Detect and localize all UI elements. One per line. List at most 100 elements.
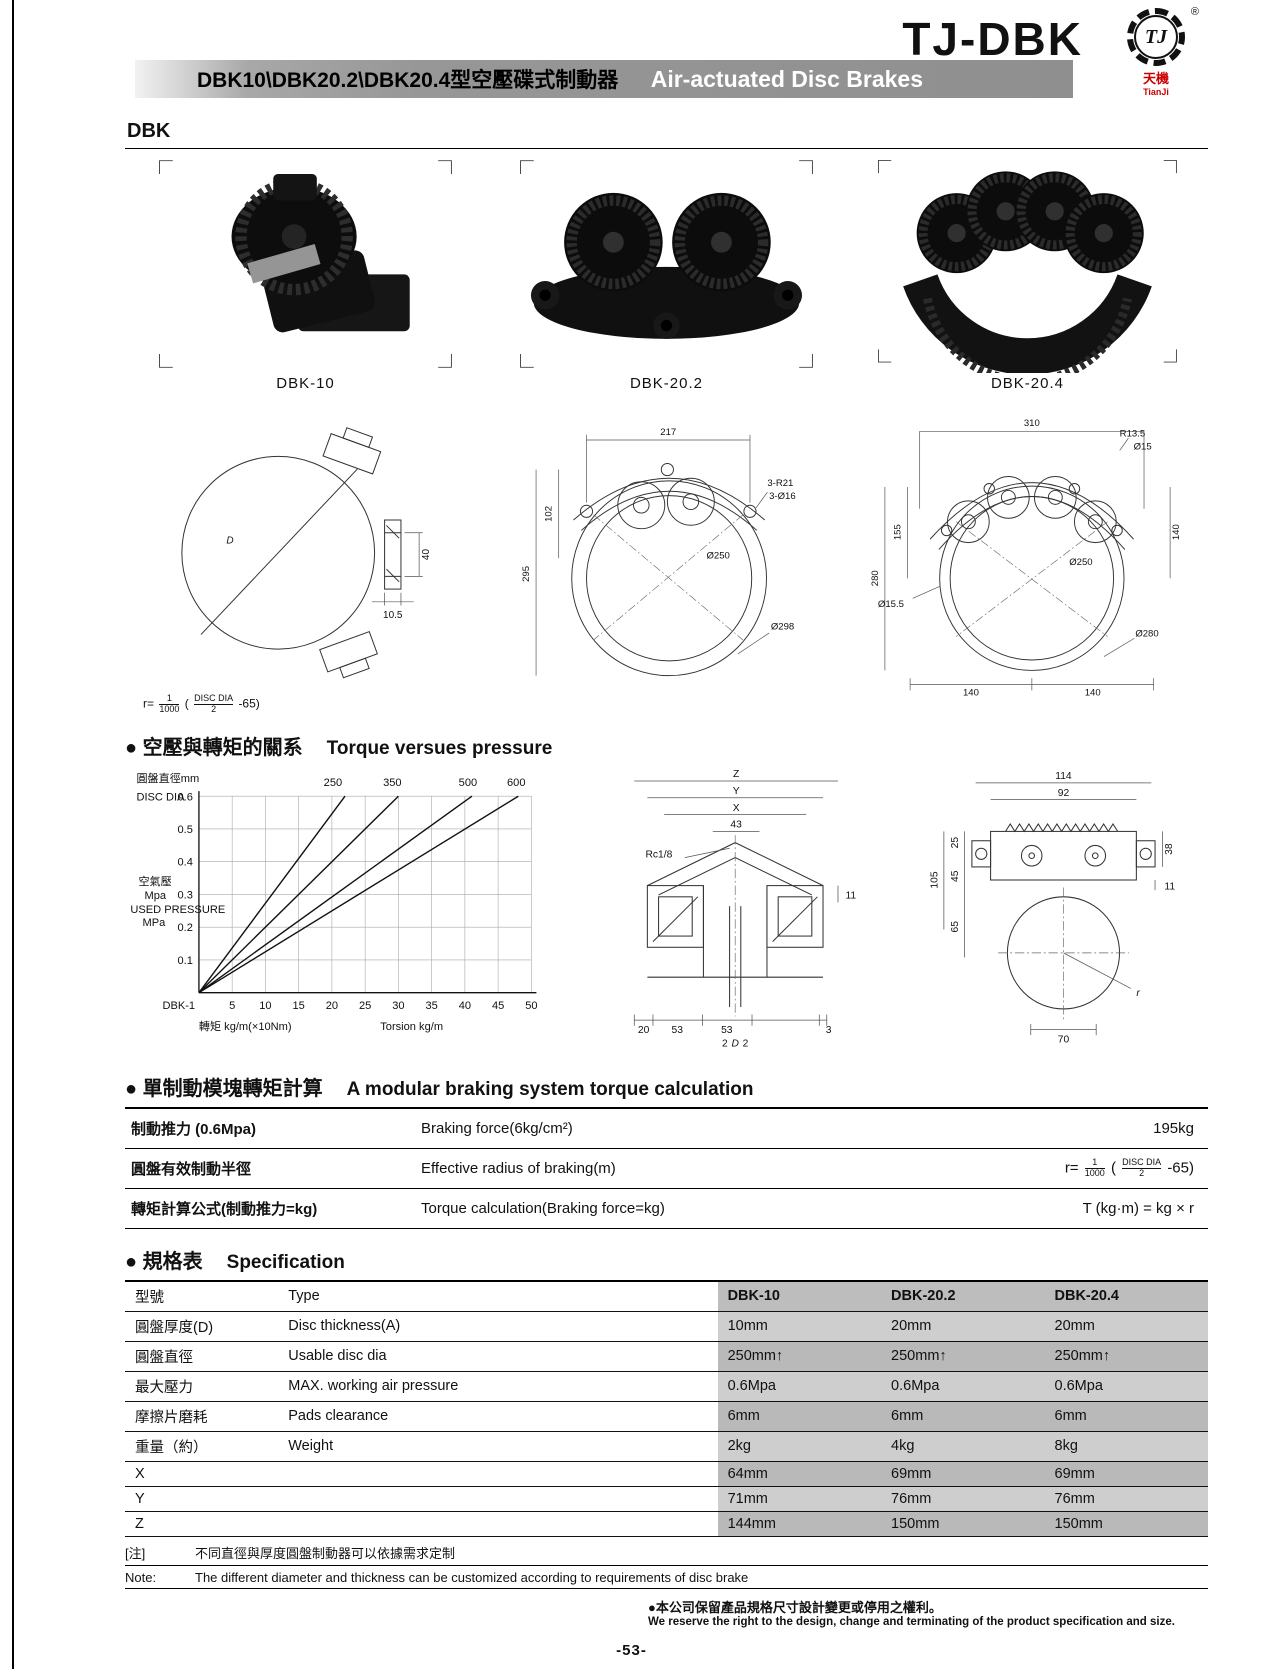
- logo-en-name: TianJi: [1143, 87, 1169, 97]
- svg-text:0.1: 0.1: [177, 955, 192, 967]
- svg-text:11: 11: [845, 890, 856, 901]
- svg-text:102: 102: [544, 506, 555, 522]
- row-label-en: Effective radius of braking(m): [415, 1148, 975, 1189]
- svg-text:105: 105: [929, 871, 940, 888]
- svg-text:310: 310: [1024, 418, 1040, 429]
- photo-dbk204: DBK-20.4: [847, 155, 1208, 392]
- col-header: Type: [278, 1280, 718, 1312]
- dbk204-drawing: 310 280 155 140 Ø15.5 R13.5 Ø15 Ø250 Ø28…: [870, 418, 1182, 699]
- row-label-en: Braking force(6kg/cm²): [415, 1107, 975, 1149]
- table-row: 轉矩計算公式(制動推力=kg) Torque calculation(Braki…: [125, 1188, 1208, 1229]
- table-header-row: 型號 Type DBK-10 DBK-20.2 DBK-20.4: [125, 1280, 1208, 1312]
- svg-text:Ø15: Ø15: [1134, 442, 1152, 453]
- dbk204-photo-image: [878, 159, 1177, 373]
- dbk10-drawing: D 40 10.5: [181, 427, 432, 679]
- svg-text:0.2: 0.2: [177, 922, 192, 934]
- chart-series-lines: [198, 795, 519, 994]
- heading-chinese: ● 空壓與轉矩的關系: [125, 736, 303, 759]
- dbk10-photo-image: [159, 160, 452, 368]
- svg-text:53: 53: [721, 1025, 733, 1036]
- svg-text:65: 65: [950, 921, 961, 933]
- page-content: DBK DBK-10: [0, 112, 1263, 1589]
- svg-text:25: 25: [359, 1000, 371, 1012]
- title-chinese: DBK10\DBK20.2\DBK20.4型空壓碟式制動器: [197, 69, 619, 92]
- logo-cn-name: 天機: [1142, 71, 1169, 86]
- svg-text:70: 70: [1058, 1034, 1070, 1045]
- svg-text:40: 40: [421, 549, 432, 561]
- svg-text:USED PRESSURE: USED PRESSURE: [130, 904, 225, 916]
- svg-text:Rc1/8: Rc1/8: [645, 849, 672, 860]
- svg-text:45: 45: [950, 870, 961, 882]
- page-footer: ●本公司保留產品規格尺寸設計變更或停用之權利。 We reserve the r…: [0, 1597, 1263, 1659]
- svg-text:R13.5: R13.5: [1120, 429, 1145, 440]
- heading-chinese: ● 單制動模塊轉矩計算: [125, 1077, 323, 1100]
- note-label: Note:: [125, 1569, 157, 1585]
- caliper-section-drawing-box: Z Y X 43 Rc1/8 11 20 53 53 3 2 D 2: [573, 766, 903, 1056]
- calc-section-heading: ● 單制動模塊轉矩計算 A modular braking system tor…: [125, 1072, 1208, 1101]
- note-row-en: Note: The different diameter and thickne…: [125, 1566, 1208, 1589]
- torque-section-heading: ● 空壓與轉矩的關系 Torque versues pressure: [125, 731, 1208, 760]
- product-photos-row: DBK-10 DBK-20.2: [125, 155, 1208, 392]
- svg-text:53: 53: [672, 1025, 684, 1036]
- page-header: TJ-DBK TJ ® 天機 TianJi DBK10\DBK20.2\DBK2…: [0, 0, 1263, 112]
- svg-text:140: 140: [963, 688, 979, 699]
- series-label: DBK: [127, 120, 171, 142]
- svg-text:0.5: 0.5: [177, 824, 192, 836]
- table-row: 制動推力 (0.6Mpa) Braking force(6kg/cm²) 195…: [125, 1107, 1208, 1149]
- svg-text:11: 11: [1164, 881, 1175, 892]
- chart-xlabel-cn: 轉矩 kg/m(×10Nm): [199, 1020, 292, 1033]
- svg-text:114: 114: [1055, 771, 1072, 782]
- svg-text:0.4: 0.4: [177, 857, 192, 869]
- svg-text:Y: Y: [733, 786, 740, 797]
- note-row-cn: [注] 不同直徑與厚度圓盤制動器可以依據需求定制: [125, 1539, 1208, 1566]
- svg-text:40: 40: [459, 1000, 471, 1012]
- torque-content-row: 圓盤直徑mm DISC DIA 250 350 500 600 0.6 0.5 …: [125, 766, 1208, 1056]
- svg-text:140: 140: [1085, 688, 1101, 699]
- company-logo: TJ ® 天機 TianJi: [1111, 6, 1201, 97]
- photo-caption: DBK-20.4: [990, 375, 1065, 392]
- svg-text:10.5: 10.5: [383, 610, 403, 621]
- svg-text:2: 2: [722, 1038, 728, 1049]
- svg-text:50: 50: [525, 1000, 537, 1012]
- svg-text:Ø280: Ø280: [1135, 629, 1158, 640]
- specification-table: 型號 Type DBK-10 DBK-20.2 DBK-20.4 圓盤厚度(D)…: [125, 1279, 1208, 1537]
- svg-text:X: X: [733, 803, 740, 814]
- svg-text:D: D: [731, 1038, 739, 1049]
- svg-text:0.3: 0.3: [177, 889, 192, 901]
- series-label: 350: [383, 777, 401, 789]
- registered-mark: ®: [1190, 6, 1199, 18]
- heading-chinese: ● 規格表: [125, 1250, 203, 1273]
- photo-caption: DBK-10: [276, 375, 335, 392]
- row-value: T (kg·m) = kg × r: [975, 1188, 1208, 1229]
- svg-text:25: 25: [950, 836, 961, 848]
- svg-text:空氣壓: 空氣壓: [138, 874, 171, 888]
- rights-statement: ●本公司保留產品規格尺寸設計變更或停用之權利。 We reserve the r…: [648, 1597, 1208, 1628]
- title-bar: DBK10\DBK20.2\DBK20.4型空壓碟式制動器 Air-actuat…: [135, 60, 1073, 98]
- spec-section-heading: ● 規格表 Specification: [125, 1245, 1208, 1274]
- svg-text:20: 20: [638, 1025, 650, 1036]
- svg-text:2: 2: [743, 1038, 749, 1049]
- heading-english: A modular braking system torque calculat…: [346, 1078, 754, 1100]
- svg-text:Ø15.5: Ø15.5: [878, 599, 904, 610]
- col-header-model: DBK-10: [717, 1280, 882, 1312]
- brand-title: TJ-DBK: [902, 13, 1083, 65]
- svg-text:155: 155: [893, 524, 904, 540]
- caliper-front-drawing: 114 92 25 45 105 65 38 11 70 r: [929, 771, 1175, 1046]
- table-row: 圓盤有效制動半徑 Effective radius of braking(m) …: [125, 1148, 1208, 1189]
- svg-text:3-Ø16: 3-Ø16: [769, 491, 796, 502]
- torque-pressure-chart: 圓盤直徑mm DISC DIA 250 350 500 600 0.6 0.5 …: [130, 771, 537, 1033]
- chart-origin-label: DBK-1: [162, 1000, 195, 1012]
- series-label: 500: [459, 777, 477, 789]
- svg-text:45: 45: [492, 1000, 504, 1012]
- svg-text:43: 43: [730, 819, 742, 830]
- gear-logo-icon: TJ: [1127, 8, 1185, 66]
- note-tag: [注]: [125, 1545, 146, 1561]
- dbk202-photo-image: [520, 160, 813, 368]
